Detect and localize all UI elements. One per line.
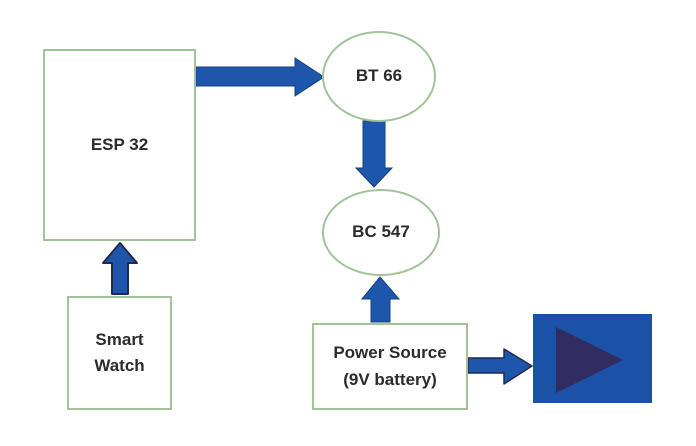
arrow-bt66-to-bc547 — [354, 120, 394, 188]
node-power-source-label-line1: Power Source — [333, 343, 447, 363]
node-esp32: ESP 32 — [43, 49, 196, 241]
node-bt66-label: BT 66 — [355, 66, 403, 86]
node-smart-watch-label-line1: Smart — [95, 329, 144, 349]
node-speaker — [533, 314, 652, 403]
arrow-powersource-to-bc547 — [360, 276, 401, 323]
node-bc547: BC 547 — [322, 189, 440, 276]
node-smart-watch: Smart Watch — [67, 296, 172, 410]
node-power-source-label-line2: (9V battery) — [343, 369, 437, 389]
arrow-esp32-to-bt66 — [195, 57, 325, 97]
arrow-powersource-to-speaker — [467, 348, 533, 385]
node-bc547-label: BC 547 — [352, 222, 410, 242]
node-bt66: BT 66 — [322, 31, 436, 122]
arrow-smartwatch-to-esp32 — [102, 242, 138, 295]
node-power-source: Power Source (9V battery) — [312, 323, 468, 410]
play-triangle-icon — [556, 327, 623, 393]
node-esp32-label: ESP 32 — [90, 134, 149, 154]
node-smart-watch-label-line2: Watch — [94, 356, 145, 375]
